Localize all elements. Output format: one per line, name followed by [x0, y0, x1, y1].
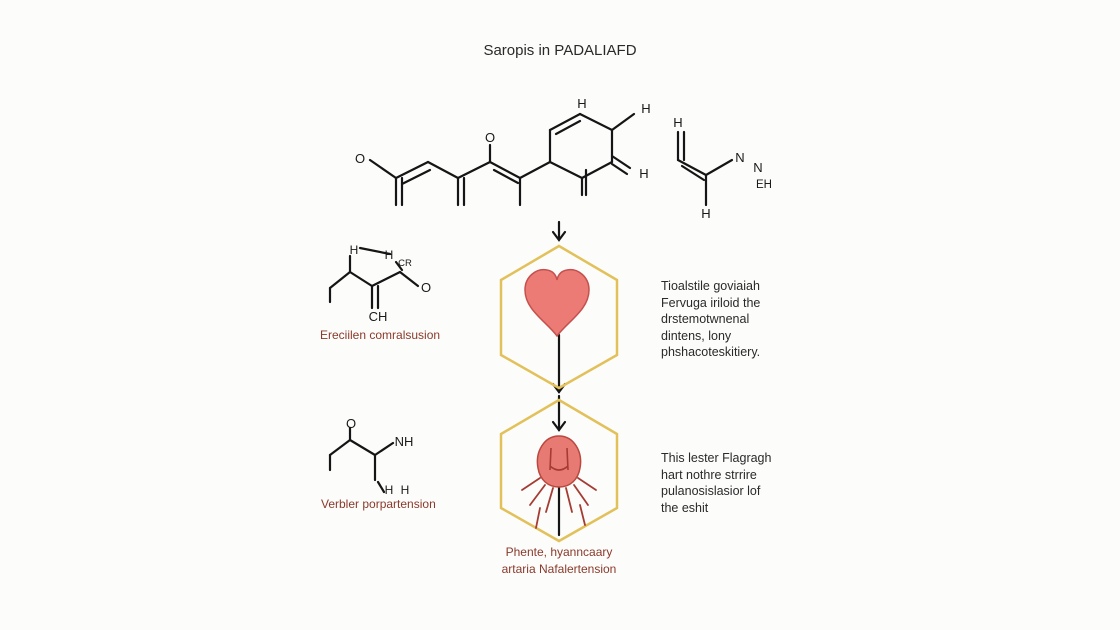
organ-icon: [521, 435, 597, 529]
description-line: pulanosislasior lof: [661, 484, 761, 498]
bottom-left-molecule: [328, 426, 395, 494]
description-line: phshacoteskitiery.: [661, 345, 761, 359]
description-upper: Tioalstile goviaiah Fervuga iriloid the …: [661, 278, 841, 361]
caption-bottom-center-line2: artaria Nafalertension: [501, 562, 617, 576]
atom-label: CR: [398, 258, 412, 269]
atom-label: H: [639, 166, 648, 181]
description-line: the eshit: [661, 500, 709, 515]
atom-label: O: [355, 151, 365, 166]
atom-label: N: [753, 160, 762, 175]
diagram-title: Saropis in PADALIAFD: [483, 42, 637, 59]
description-line: dintens, lony: [661, 328, 732, 343]
atom-label: H: [385, 248, 394, 262]
caption-mid-left: Ereciilen comralsusion: [320, 328, 441, 342]
description-line: hart nothre strrire: [661, 467, 757, 482]
atom-label: H: [401, 483, 410, 497]
heart-icon: [524, 268, 590, 338]
caption-bottom-left: Verbler porpartension: [321, 497, 436, 511]
description-lower: This lester Flagragh hart nothre strrire…: [661, 450, 841, 516]
atom-label: O: [346, 416, 356, 431]
description-line: drstemotwnenal: [661, 312, 750, 326]
mid-left-molecule: [328, 246, 420, 310]
flow-arrows: [551, 220, 567, 537]
top-right-molecule: [676, 130, 734, 207]
atom-label: H: [641, 101, 650, 116]
atom-label: H: [350, 243, 359, 257]
atom-label: N: [735, 150, 744, 165]
atom-label: H: [577, 96, 586, 111]
caption-bottom-center-line1: Phente, hyanncaary: [505, 545, 613, 559]
atom-label: H: [701, 206, 710, 221]
upper-hexagon: [499, 244, 619, 390]
atom-label: O: [421, 280, 431, 295]
description-line: This lester Flagragh: [661, 451, 772, 465]
atom-label: EH: [756, 179, 772, 191]
top-chain-molecule: [368, 112, 636, 207]
description-line: Tioalstile goviaiah: [661, 279, 760, 293]
lower-hexagon: [499, 398, 619, 543]
atom-label: NH: [395, 434, 414, 449]
atom-label: O: [485, 130, 495, 145]
atom-label: H: [385, 483, 394, 497]
atom-label: CH: [369, 309, 388, 324]
description-line: Fervuga iriloid the: [661, 295, 761, 310]
atom-label: H: [673, 115, 682, 130]
